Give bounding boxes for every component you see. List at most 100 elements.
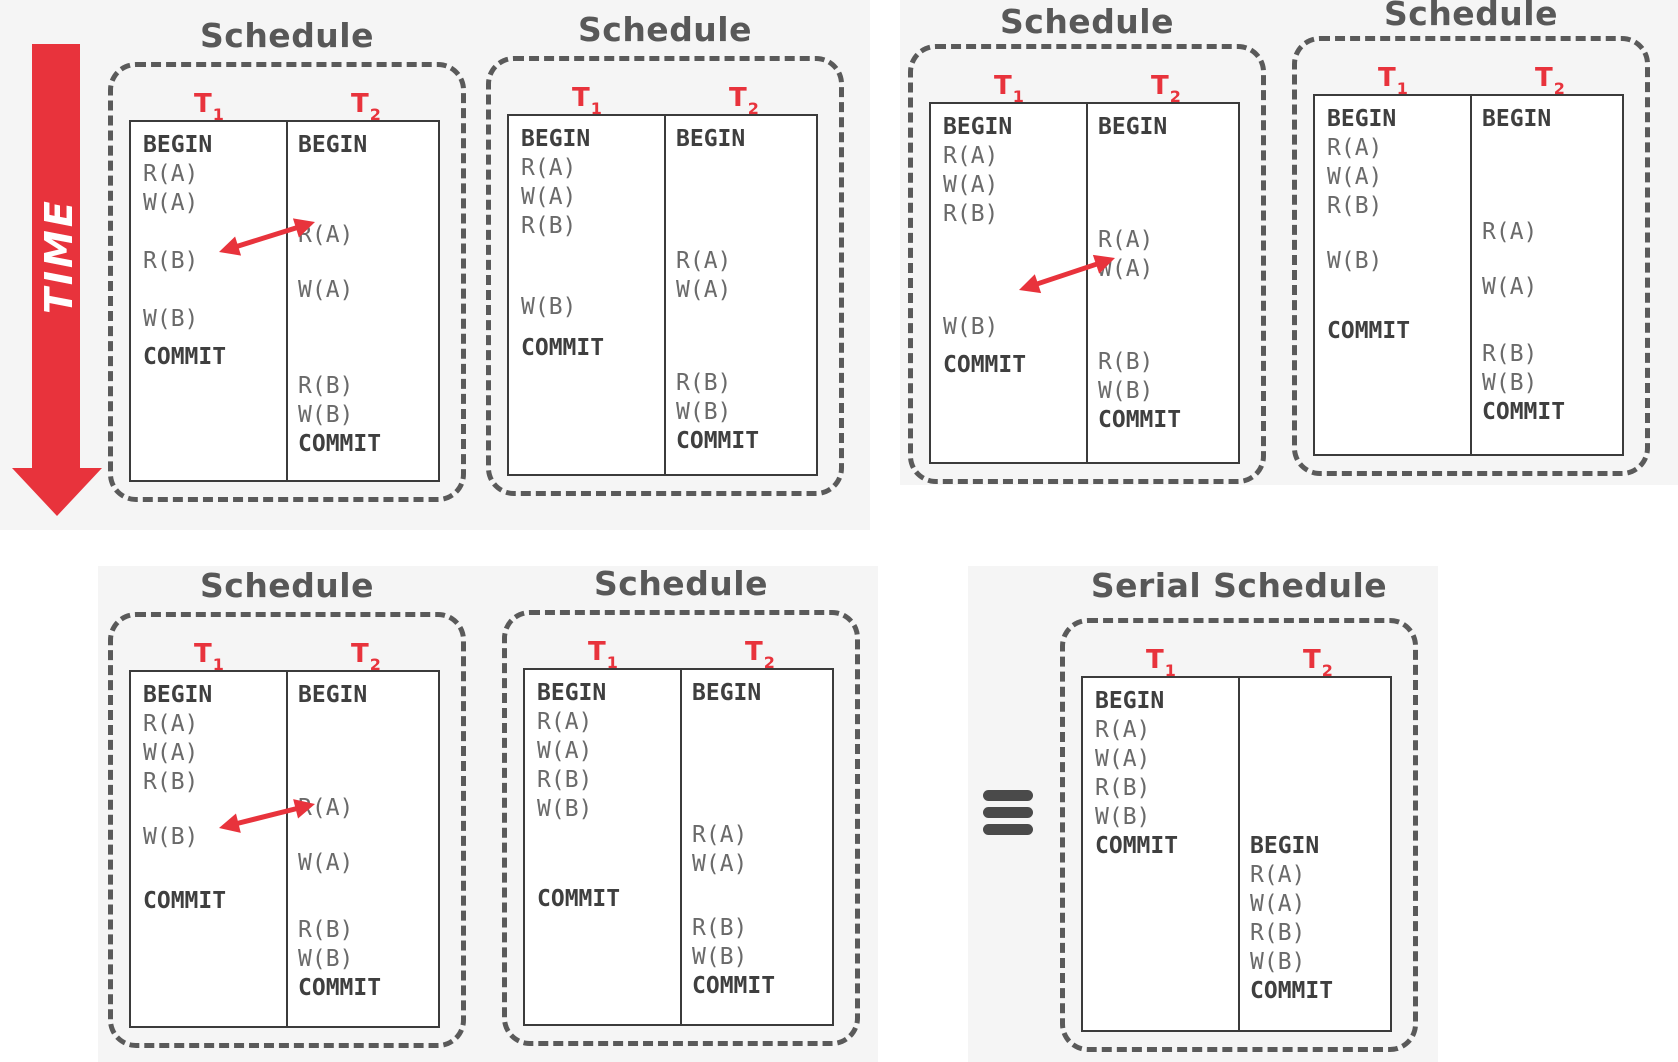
schedule-title: Schedule	[1383, 0, 1558, 33]
t2-operation: R(B)	[676, 369, 732, 396]
t1-operation: BEGIN	[521, 126, 591, 152]
column-divider	[1086, 104, 1088, 462]
t2-operation: W(B)	[298, 401, 354, 428]
t1-operation: R(B)	[521, 213, 577, 239]
t2-operation: R(B)	[1250, 920, 1306, 946]
t1-operation: COMMIT	[1095, 833, 1179, 859]
t2-operation: BEGIN	[298, 682, 368, 708]
t1-operation: W(A)	[143, 740, 199, 766]
t2-operation: BEGIN	[298, 132, 368, 158]
transaction-number: 2	[763, 653, 775, 672]
t2-operation: W(B)	[676, 398, 732, 425]
t2-operation: COMMIT	[1250, 978, 1334, 1004]
time-label: TIME	[37, 198, 81, 314]
t2-operation: W(A)	[676, 276, 732, 303]
transaction-header-t1: T1	[1146, 645, 1176, 680]
transaction-name: T	[745, 637, 763, 667]
time-arrow: TIME	[12, 44, 102, 516]
transaction-name: T	[1303, 645, 1321, 675]
column-divider	[664, 116, 666, 474]
conflict-arrow-shaft	[233, 224, 301, 250]
t1-operation: COMMIT	[143, 887, 227, 914]
t1-operation: W(A)	[943, 172, 999, 198]
t2-operation: W(B)	[1482, 369, 1538, 396]
t1-operation: W(B)	[943, 314, 999, 341]
transaction-header-t2: T2	[745, 637, 775, 672]
schedule-title: Schedule	[199, 566, 374, 605]
column-divider	[286, 672, 288, 1026]
transaction-number: 1	[1164, 661, 1176, 680]
transaction-number: 2	[369, 655, 381, 674]
t2-operation: R(A)	[298, 795, 354, 822]
t1-operation: R(B)	[943, 201, 999, 227]
schedule-box	[1060, 618, 1418, 1052]
schedule-title: Schedule	[577, 10, 752, 49]
t1-operation: W(B)	[537, 796, 593, 822]
t1-operation: W(B)	[1327, 248, 1383, 275]
t1-operation: W(B)	[521, 294, 577, 321]
conflict-arrow-shaft	[233, 805, 301, 827]
t2-operation: W(A)	[1250, 891, 1306, 917]
schedule-title: Schedule	[999, 2, 1174, 41]
t1-operation: BEGIN	[143, 682, 213, 708]
t2-operation: BEGIN	[676, 126, 746, 152]
t1-operation: COMMIT	[1327, 317, 1411, 344]
transaction-number: 1	[212, 105, 224, 124]
transaction-number: 2	[747, 99, 759, 118]
t2-operation: W(A)	[298, 850, 354, 877]
t1-operation: R(A)	[143, 711, 199, 737]
t1-operation: COMMIT	[143, 343, 227, 370]
t1-operation: W(B)	[143, 824, 199, 851]
transaction-header-t2: T2	[729, 83, 759, 118]
t2-operation: R(A)	[298, 221, 354, 248]
column-divider	[1470, 96, 1472, 454]
t2-operation: W(A)	[298, 277, 354, 303]
column-divider	[1238, 678, 1240, 1030]
transaction-name: T	[351, 639, 369, 669]
t1-operation: R(B)	[143, 248, 199, 274]
transaction-header-t2: T2	[351, 639, 381, 674]
t1-operation: W(A)	[143, 190, 199, 216]
transaction-name: T	[1151, 71, 1169, 101]
t2-operation: W(B)	[298, 945, 354, 972]
t1-operation: R(A)	[521, 155, 577, 181]
t2-operation: R(A)	[1250, 862, 1306, 888]
t2-operation: W(A)	[692, 851, 748, 878]
transaction-header-t2: T2	[1151, 71, 1181, 106]
transaction-number: 2	[1169, 87, 1181, 106]
t1-operation: R(A)	[1327, 135, 1383, 161]
t1-operation: COMMIT	[521, 334, 605, 361]
transaction-number: 1	[212, 655, 224, 674]
transaction-number: 1	[606, 653, 618, 672]
transaction-number: 1	[1012, 87, 1024, 106]
schedule-box	[908, 44, 1266, 484]
transaction-name: T	[588, 637, 606, 667]
t2-operation: W(B)	[1250, 949, 1306, 975]
schedule-title: Serial Schedule	[1090, 566, 1388, 605]
t2-operation: R(A)	[676, 247, 732, 274]
equivalence-icon	[983, 790, 1033, 841]
transaction-header-t1: T1	[994, 71, 1024, 106]
schedule-box	[1292, 36, 1650, 476]
transaction-name: T	[194, 89, 212, 119]
transaction-name: T	[1146, 645, 1164, 675]
transaction-header-t2: T2	[1303, 645, 1333, 680]
t1-operation: W(B)	[1095, 804, 1151, 830]
conflict-arrow	[219, 799, 315, 833]
t2-operation: BEGIN	[1482, 106, 1552, 132]
transaction-header-t2: T2	[1535, 63, 1565, 98]
t1-operation: BEGIN	[1095, 688, 1165, 714]
t2-operation: R(A)	[1098, 227, 1154, 254]
t1-operation: R(A)	[537, 709, 593, 735]
schedule-title: Schedule	[593, 564, 768, 603]
transaction-number: 2	[1553, 79, 1565, 98]
t2-operation: W(A)	[1098, 256, 1154, 283]
